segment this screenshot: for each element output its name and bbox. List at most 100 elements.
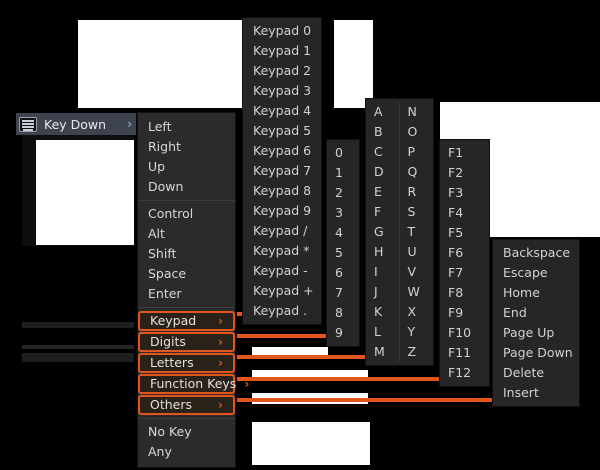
submenu-item-fkey-f4[interactable]: F4 — [448, 205, 464, 220]
menu-item-label: Down — [148, 179, 184, 194]
submenu-item-fkey-f12[interactable]: F12 — [448, 365, 472, 380]
submenu-item-letter-y[interactable]: Y — [407, 324, 416, 339]
submenu-item-letter-l[interactable]: L — [374, 324, 381, 339]
submenu-item-letter-b[interactable]: B — [374, 124, 383, 139]
menu-item-no-key[interactable]: No Key — [138, 422, 235, 442]
submenu-item-letter-j[interactable]: J — [374, 284, 378, 299]
submenu-item-letter-o[interactable]: O — [407, 124, 418, 139]
submenu-item-letter-g[interactable]: G — [374, 224, 384, 239]
menu-item-down[interactable]: Down — [138, 177, 235, 197]
submenu-item-fkey-f5[interactable]: F5 — [448, 225, 464, 240]
submenu-item-letter-h[interactable]: H — [374, 244, 384, 259]
menu-item-shift[interactable]: Shift — [138, 244, 235, 264]
submenu-item-keypad-keypad-9[interactable]: Keypad 9 — [253, 203, 312, 218]
submenu-item-letter-v[interactable]: V — [407, 264, 417, 279]
submenu-item-letter-q[interactable]: Q — [407, 164, 418, 179]
submenu-item-digit-1[interactable]: 1 — [335, 165, 343, 180]
submenu-item-digit-7[interactable]: 7 — [335, 285, 343, 300]
submenu-item-fkey-f6[interactable]: F6 — [448, 245, 464, 260]
menu-item-right[interactable]: Right — [138, 137, 235, 157]
submenu-item-letter-i[interactable]: I — [374, 264, 378, 279]
submenu-item-letter-t[interactable]: T — [407, 224, 416, 239]
submenu-item-keypad-keypad-5[interactable]: Keypad 5 — [253, 123, 312, 138]
submenu-item-keypad-keypad-[interactable]: Keypad - — [253, 263, 308, 278]
submenu-item-fkey-f8[interactable]: F8 — [448, 285, 464, 300]
submenu-item-letter-d[interactable]: D — [374, 164, 384, 179]
submenu-item-keypad-keypad-[interactable]: Keypad + — [253, 283, 314, 298]
submenu-item-letter-m[interactable]: M — [374, 344, 385, 359]
submenu-item-other-escape[interactable]: Escape — [503, 265, 548, 280]
submenu-item-letter-p[interactable]: P — [407, 144, 416, 159]
menu-item-control[interactable]: Control — [138, 204, 235, 224]
submenu-item-keypad-keypad-8[interactable]: Keypad 8 — [253, 183, 312, 198]
submenu-item-letter-e[interactable]: E — [374, 184, 382, 199]
submenu-item-digit-2[interactable]: 2 — [335, 185, 343, 200]
submenu-item-fkey-f1[interactable]: F1 — [448, 145, 464, 160]
submenu-item-keypad-keypad-[interactable]: Keypad * — [253, 243, 310, 258]
submenu-item-letter-w[interactable]: W — [407, 284, 420, 299]
submenu-item-letter-c[interactable]: C — [374, 144, 383, 159]
submenu-item-digit-6[interactable]: 6 — [335, 265, 343, 280]
submenu-item-digit-3[interactable]: 3 — [335, 205, 343, 220]
submenu-item-digit-8[interactable]: 8 — [335, 305, 343, 320]
submenu-item-digit-4[interactable]: 4 — [335, 225, 343, 240]
submenu-item-fkey-f7[interactable]: F7 — [448, 265, 464, 280]
submenu-item-fkey-f11[interactable]: F11 — [448, 345, 472, 360]
menu-item-others[interactable]: Others› — [138, 395, 235, 415]
submenu-item-keypad-keypad-1[interactable]: Keypad 1 — [253, 43, 312, 58]
submenu-item-letter-f[interactable]: F — [374, 204, 382, 219]
submenu-item-other-home[interactable]: Home — [503, 285, 540, 300]
menu-item-label: Right — [148, 139, 181, 154]
submenu-item-letter-s[interactable]: S — [407, 204, 416, 219]
submenu-item-other-page-up[interactable]: Page Up — [503, 325, 555, 340]
submenu-keypad[interactable]: Keypad 0 Keypad 1 Keypad 2 Keypad 3 Keypad 4… — [242, 17, 322, 325]
submenu-item-letter-z[interactable]: Z — [407, 344, 417, 359]
submenu-item-keypad-keypad-6[interactable]: Keypad 6 — [253, 143, 312, 158]
menu-item-up[interactable]: Up — [138, 157, 235, 177]
menu-item-function-keys[interactable]: Function Keys› — [138, 374, 249, 394]
submenu-item-letter-x[interactable]: X — [407, 304, 417, 319]
submenu-item-keypad-keypad-0[interactable]: Keypad 0 — [253, 23, 312, 38]
submenu-digits[interactable]: 0 1 2 3 4 5 6 7 8 9 — [326, 139, 360, 347]
submenu-item-fkey-f9[interactable]: F9 — [448, 305, 464, 320]
menu-item-enter[interactable]: Enter — [138, 284, 235, 304]
submenu-item-other-page-down[interactable]: Page Down — [503, 345, 573, 360]
submenu-item-digit-5[interactable]: 5 — [335, 245, 343, 260]
submenu-item-letter-k[interactable]: K — [374, 304, 383, 319]
menu-item-digits[interactable]: Digits› — [138, 332, 235, 352]
menu-item-left[interactable]: Left — [138, 117, 235, 137]
background-faint-bar-1 — [22, 322, 134, 328]
menu-item-letters[interactable]: Letters› — [138, 353, 235, 373]
menu-item-any[interactable]: Any — [138, 442, 235, 462]
menu-item-keypad[interactable]: Keypad› — [138, 311, 235, 331]
submenu-item-keypad-keypad-4[interactable]: Keypad 4 — [253, 103, 312, 118]
menu-item-alt[interactable]: Alt — [138, 224, 235, 244]
submenu-item-letter-n[interactable]: N — [407, 104, 417, 119]
submenu-item-keypad-keypad-[interactable]: Keypad / — [253, 223, 308, 238]
submenu-item-letter-r[interactable]: R — [407, 184, 417, 199]
submenu-item-keypad-keypad-7[interactable]: Keypad 7 — [253, 163, 312, 178]
submenu-item-other-backspace[interactable]: Backspace — [503, 245, 571, 260]
submenu-item-keypad-keypad-3[interactable]: Keypad 3 — [253, 83, 312, 98]
submenu-item-other-insert[interactable]: Insert — [503, 385, 539, 400]
submenu-item-digit-9[interactable]: 9 — [335, 325, 343, 340]
submenu-item-fkey-f2[interactable]: F2 — [448, 165, 464, 180]
submenu-item-letter-u[interactable]: U — [407, 244, 417, 259]
submenu-item-digit-0[interactable]: 0 — [335, 145, 343, 160]
submenu-item-other-delete[interactable]: Delete — [503, 365, 545, 380]
menu-separator — [138, 200, 235, 201]
context-menu-header[interactable]: Key Down › — [16, 113, 138, 135]
submenu-item-fkey-f10[interactable]: F10 — [448, 325, 472, 340]
submenu-item-other-end[interactable]: End — [503, 305, 527, 320]
submenu-item-keypad-keypad-2[interactable]: Keypad 2 — [253, 63, 312, 78]
submenu-item-keypad-keypad-[interactable]: Keypad . — [253, 303, 308, 318]
menu-item-space[interactable]: Space — [138, 264, 235, 284]
submenu-item-fkey-f3[interactable]: F3 — [448, 185, 464, 200]
submenu-item-letter-a[interactable]: A — [374, 104, 383, 119]
